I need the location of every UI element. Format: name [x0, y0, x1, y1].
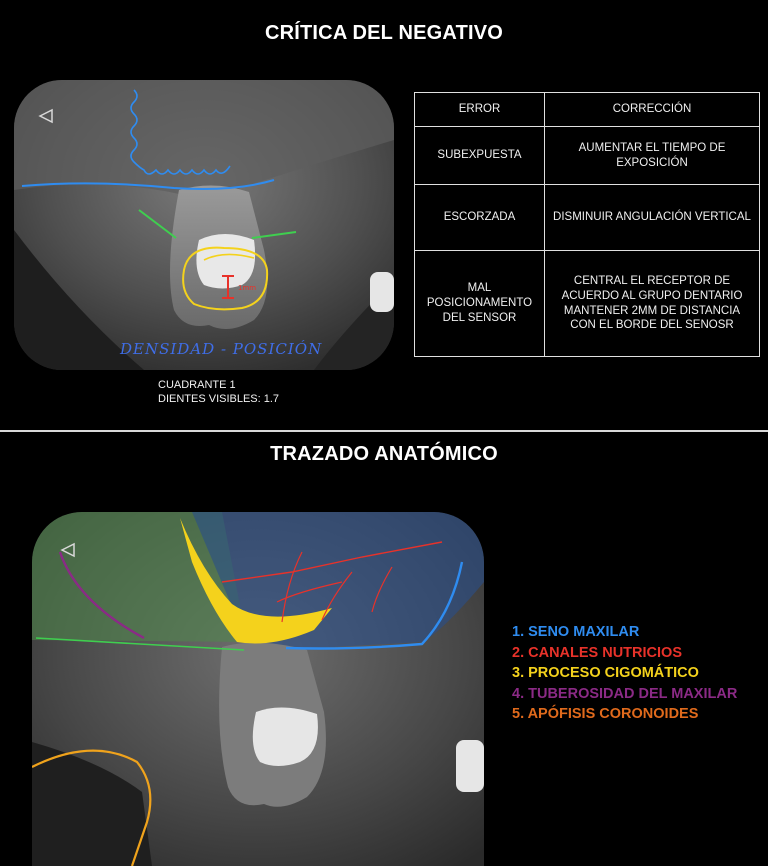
table-header-row: ERROR CORRECCIÓN — [414, 92, 760, 127]
row-error: ESCORZADA — [414, 184, 545, 251]
legend-item-nutrient-canals: 2. CANALES NUTRICIOS — [512, 644, 682, 661]
table-row: MAL POSICIONAMENTO DEL SENSOR CENTRAL EL… — [414, 250, 760, 357]
visible-teeth-label: DIENTES VISIBLES: 1.7 — [158, 393, 280, 405]
table-row: ESCORZADA DISMINUIR ANGULACIÓN VERTICAL — [414, 184, 760, 251]
radiograph-critique-drawing: 1mm — [14, 80, 394, 370]
tracing-title: TRAZADO ANATÓMICO — [270, 443, 498, 465]
radiograph-caption: CUADRANTE 1 DIENTES VISIBLES: 1.7 — [158, 378, 279, 406]
critique-title: CRÍTICA DEL NEGATIVO — [264, 22, 504, 44]
table-row: SUBEXPUESTA AUMENTAR EL TIEMPO DE EXPOSI… — [414, 126, 760, 185]
legend-item-zygomatic-process: 3. PROCESO CIGOMÁTICO — [512, 665, 699, 681]
legend-item-coronoid-process: 5. APÓFISIS CORONOIDES — [512, 706, 699, 722]
header-correction: CORRECCIÓN — [544, 92, 760, 127]
row-error: SUBEXPUESTA — [414, 126, 545, 185]
radiograph-critique: 1mm — [14, 80, 394, 370]
row-correction: DISMINUIR ANGULACIÓN VERTICAL — [544, 184, 760, 251]
row-correction: AUMENTAR EL TIEMPO DE EXPOSICIÓN — [544, 126, 760, 185]
radiograph-tracing — [32, 512, 484, 866]
handwritten-annotation: DENSIDAD - POSICIÓN — [120, 340, 323, 358]
radiograph-tracing-drawing — [32, 512, 484, 866]
anatomy-legend: 1. SENO MAXILAR 2. CANALES NUTRICIOS 3. … — [512, 622, 737, 725]
measure-label: 1mm — [238, 284, 256, 292]
quadrant-label: CUADRANTE 1 — [158, 379, 236, 391]
header-error: ERROR — [414, 92, 545, 127]
row-correction: CENTRAL EL RECEPTOR DE ACUERDO AL GRUPO … — [544, 250, 760, 357]
critique-table: ERROR CORRECCIÓN SUBEXPUESTA AUMENTAR EL… — [414, 92, 760, 357]
legend-item-maxillary-sinus: 1. SENO MAXILAR — [512, 624, 640, 640]
section-divider — [0, 430, 768, 432]
row-error: MAL POSICIONAMENTO DEL SENSOR — [414, 250, 545, 357]
legend-item-maxillary-tuberosity: 4. TUBEROSIDAD DEL MAXILAR — [512, 685, 738, 702]
